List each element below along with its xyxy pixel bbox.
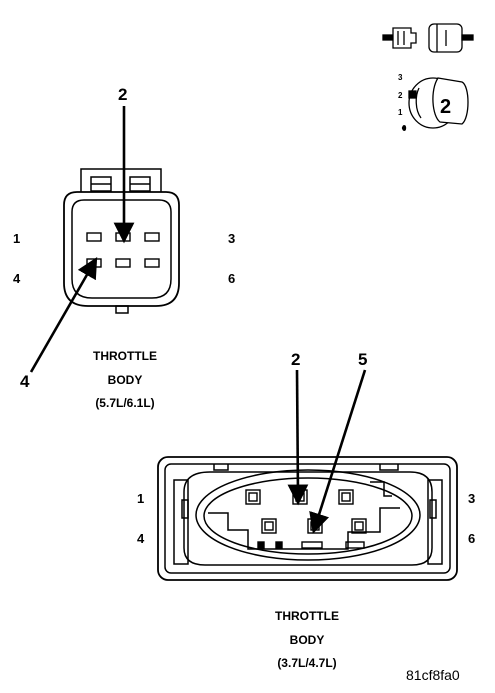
throttle-body-connector-37-47 <box>157 456 458 581</box>
bottom-cavity-label-4: 4 <box>137 531 145 546</box>
top-callout-4: 4 <box>20 372 30 391</box>
figure-id: 81cf8fa0 <box>406 667 460 683</box>
top-caption-line-1: THROTTLE <box>93 349 157 363</box>
top-caption-line-2: BODY <box>107 373 143 387</box>
top-cavity-label-4: 4 <box>13 271 21 286</box>
legend-level-3: 3 <box>398 73 403 82</box>
top-cavity-label-6: 6 <box>228 271 236 286</box>
throttle-body-connector-57-61 <box>63 168 180 314</box>
callout-arrow-cavity-2-bottom <box>287 369 309 506</box>
bottom-caption-line-1: THROTTLE <box>275 609 339 623</box>
callout-arrow-cavity-4-top <box>29 256 98 373</box>
top-callout-2: 2 <box>118 85 128 104</box>
bottom-callout-2: 2 <box>291 350 301 369</box>
legend-level-2: 2 <box>398 91 403 100</box>
bottom-cavity-label-6: 6 <box>468 531 476 546</box>
bottom-caption-line-2: BODY <box>289 633 325 647</box>
bottom-cavity-label-1: 1 <box>137 491 145 506</box>
connector-legend-icon <box>382 23 474 53</box>
bottom-callout-5: 5 <box>358 350 368 369</box>
top-cavity-label-1: 1 <box>13 231 21 246</box>
callout-arrow-cavity-5-bottom <box>309 369 367 534</box>
legend-key-label: 2 <box>440 96 452 118</box>
top-cavity-label-3: 3 <box>228 231 236 246</box>
legend-level-1: 1 <box>398 108 403 117</box>
top-caption-line-3: (5.7L/6.1L) <box>95 396 155 410</box>
bottom-cavity-label-3: 3 <box>468 491 476 506</box>
legend-level-0: 0 <box>402 124 407 133</box>
key-position-icon <box>401 77 469 131</box>
bottom-caption-line-3: (3.7L/4.7L) <box>277 656 337 670</box>
